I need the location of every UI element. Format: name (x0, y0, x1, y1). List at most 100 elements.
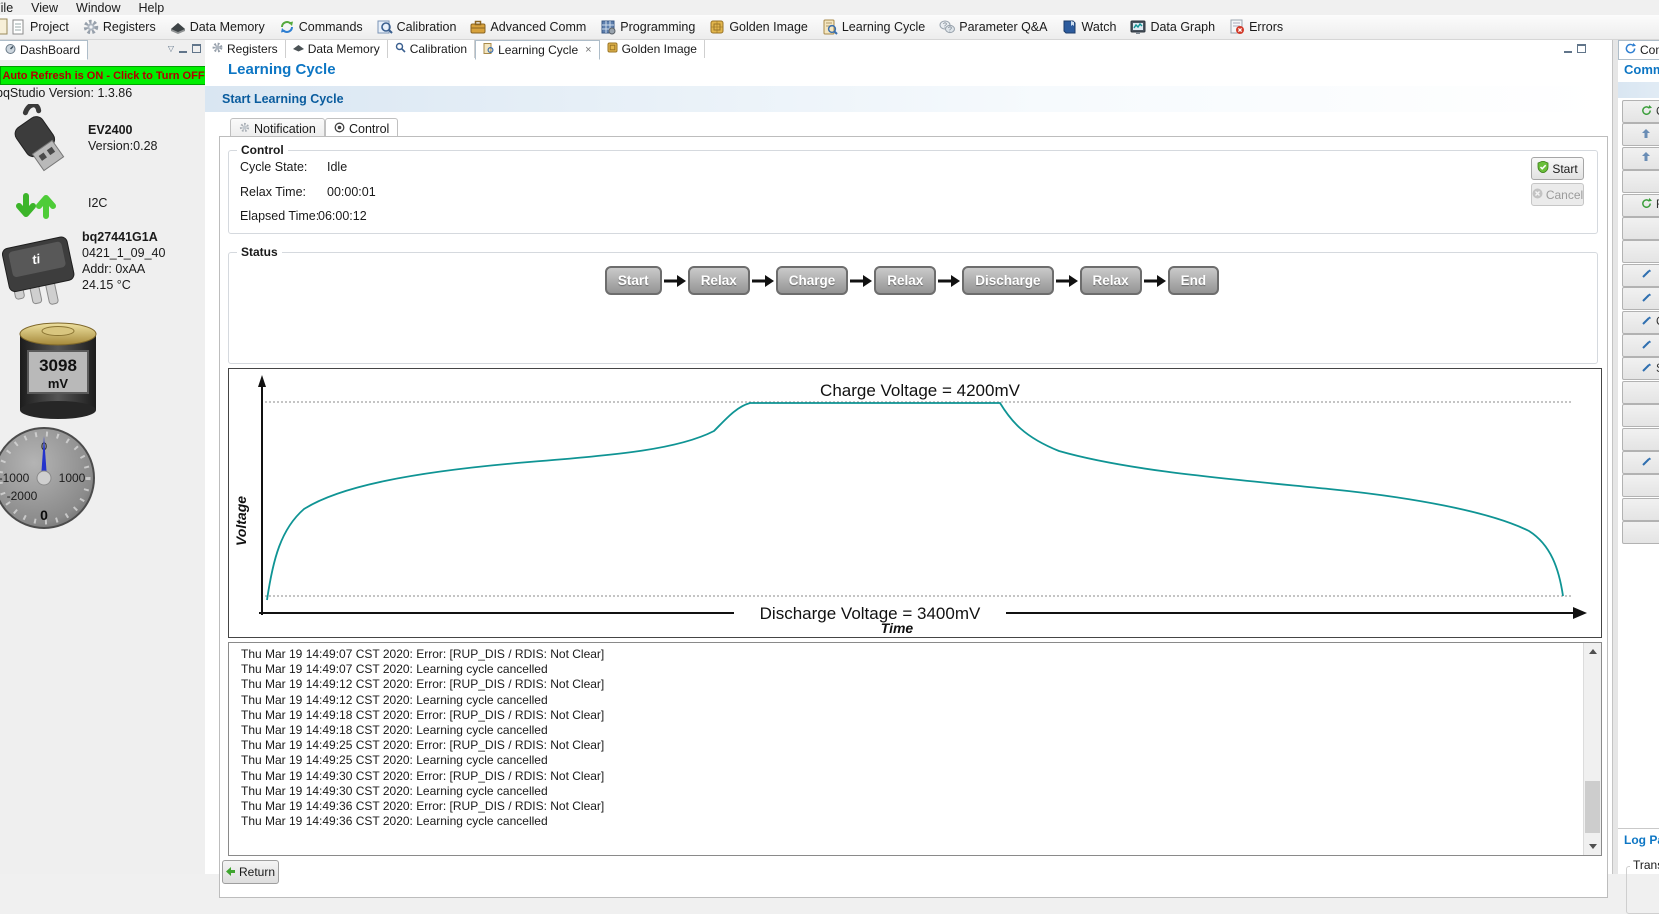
control-groupbox (228, 150, 1598, 234)
toolbar-errors-button[interactable]: Errors (1229, 19, 1283, 35)
data-graph-icon (1130, 19, 1146, 35)
menu-item-window[interactable]: Window (76, 0, 121, 15)
toolbar-project-button[interactable]: Project (10, 19, 69, 35)
tab-control[interactable]: Control (325, 118, 399, 139)
commands-header-band (1618, 82, 1659, 98)
device-chip-image: ti (1, 232, 78, 319)
learning-cycle-log[interactable]: Thu Mar 19 14:49:07 CST 2020: Error: [RU… (228, 642, 1602, 856)
dashboard-icon (5, 43, 16, 57)
current-gauge-widget: 0 -1000 1000 -2000 0 (0, 422, 100, 539)
refresh-icon (1625, 43, 1636, 57)
toolbar-calibration-button[interactable]: Calibration (377, 19, 456, 35)
command-button[interactable] (1622, 497, 1659, 521)
menu-bar: File View Window Help (0, 0, 1659, 15)
flow-arrow-icon (1143, 274, 1166, 288)
minimize-icon[interactable] (1564, 44, 1572, 53)
voltage-curve (266, 402, 1564, 601)
minimize-icon[interactable] (179, 44, 187, 53)
toolbar-watch-button[interactable]: Watch (1061, 19, 1116, 35)
command-button[interactable] (1622, 427, 1659, 451)
usb-adapter-image (2, 102, 78, 189)
tab-learning-cycle[interactable]: Learning Cycle × (475, 40, 600, 60)
control-target-icon (334, 122, 345, 136)
toolbar-programming-button[interactable]: Programming (600, 19, 695, 35)
control-legend: Control (237, 143, 288, 157)
return-button[interactable]: Return (222, 860, 279, 884)
command-button[interactable] (1622, 287, 1659, 311)
toolbar-data-memory-button[interactable]: Data Memory (170, 19, 265, 35)
menu-item-view[interactable]: View (31, 0, 59, 15)
y-axis-label: Voltage (233, 496, 249, 546)
flow-arrow-icon (850, 274, 873, 288)
cancel-x-icon (1532, 188, 1543, 202)
menu-item-file[interactable]: File (0, 0, 14, 15)
tab-dashboard[interactable]: DashBoard (0, 39, 89, 60)
maximize-icon[interactable] (1577, 44, 1586, 53)
log-line: Thu Mar 19 14:49:07 CST 2020: Learning c… (241, 662, 548, 677)
command-button[interactable] (1622, 217, 1659, 240)
tab-calibration[interactable]: Calibration (388, 40, 476, 58)
command-button-label: C (1656, 316, 1659, 328)
tab-golden-image[interactable]: Golden Image (600, 40, 705, 58)
status-step-relax: Relax (874, 266, 937, 295)
toolbar-learning-cycle-button[interactable]: Learning Cycle (822, 19, 925, 35)
maximize-icon[interactable] (192, 44, 201, 53)
golden-image-tab-icon (607, 42, 618, 56)
view-menu-icon[interactable]: ▽ (167, 44, 174, 53)
pencil-icon (1641, 337, 1652, 355)
command-button[interactable] (1622, 263, 1659, 287)
start-button[interactable]: Start (1531, 157, 1584, 180)
command-button[interactable] (1622, 474, 1659, 498)
charge-annotation: Charge Voltage = 4200mV (820, 381, 1021, 400)
toolbar-registers-button[interactable]: Registers (83, 19, 156, 35)
scroll-down-icon[interactable] (1584, 838, 1601, 855)
return-arrow-icon (225, 865, 235, 879)
command-button[interactable] (1622, 170, 1659, 194)
tab-commands[interactable]: Commands (1618, 40, 1659, 60)
gauge-needle (41, 436, 47, 478)
dashboard-panel: DashBoard ▽ Auto Refresh is ON - Click t… (0, 39, 207, 874)
adapter-version: Version:0.28 (88, 139, 158, 153)
command-button[interactable] (1622, 380, 1659, 404)
command-button[interactable] (1622, 451, 1659, 474)
tab-notification[interactable]: Notification (230, 118, 325, 138)
cycle-state-value: Idle (327, 160, 348, 174)
relax-time-label: Relax Time: (240, 185, 306, 199)
commands-heading: Commands (1624, 62, 1659, 77)
command-button[interactable] (1622, 404, 1659, 428)
log-scrollbar[interactable] (1583, 643, 1601, 855)
svg-text:ti: ti (31, 251, 42, 267)
panel-divider (1618, 828, 1659, 829)
tab-data-memory[interactable]: Data Memory (286, 40, 388, 58)
cancel-button[interactable]: Cancel (1531, 183, 1584, 206)
log-line: Thu Mar 19 14:49:25 CST 2020: Learning c… (241, 753, 548, 768)
toolbar-golden-image-button[interactable]: Golden Image (709, 19, 808, 35)
toolbar-commands-button[interactable]: Commands (279, 19, 363, 35)
command-button[interactable]: SH (1622, 357, 1659, 381)
scrollbar-thumb[interactable] (1585, 781, 1600, 833)
scroll-up-icon[interactable] (1584, 643, 1601, 660)
command-button[interactable] (1622, 521, 1659, 545)
close-icon[interactable]: × (585, 44, 592, 56)
relax-time-value: 00:00:01 (327, 185, 376, 199)
command-button[interactable]: C (1622, 100, 1659, 123)
auto-refresh-banner[interactable]: Auto Refresh is ON - Click to Turn OFF (0, 66, 207, 85)
toolbar-data-graph-button[interactable]: Data Graph (1130, 19, 1215, 35)
command-button-label: F (1656, 199, 1659, 211)
command-button[interactable]: C (1622, 310, 1659, 334)
data-memory-tab-icon (292, 42, 304, 56)
toolbar-advanced-comm-button[interactable]: Advanced Comm (470, 19, 586, 35)
learning-cycle-tab-icon (483, 43, 494, 57)
command-button[interactable] (1622, 123, 1659, 147)
toolbar-parameter-qa-button[interactable]: ?? Parameter Q&A (939, 19, 1047, 35)
menu-item-help[interactable]: Help (138, 0, 165, 15)
status-step-charge: Charge (775, 266, 849, 295)
tab-registers[interactable]: Registers (205, 40, 286, 58)
command-button[interactable] (1622, 334, 1659, 357)
watch-icon (1061, 19, 1077, 35)
section-header-band (205, 86, 1605, 112)
command-button[interactable] (1622, 240, 1659, 264)
command-button[interactable] (1622, 146, 1659, 170)
command-button[interactable]: F (1622, 193, 1659, 217)
